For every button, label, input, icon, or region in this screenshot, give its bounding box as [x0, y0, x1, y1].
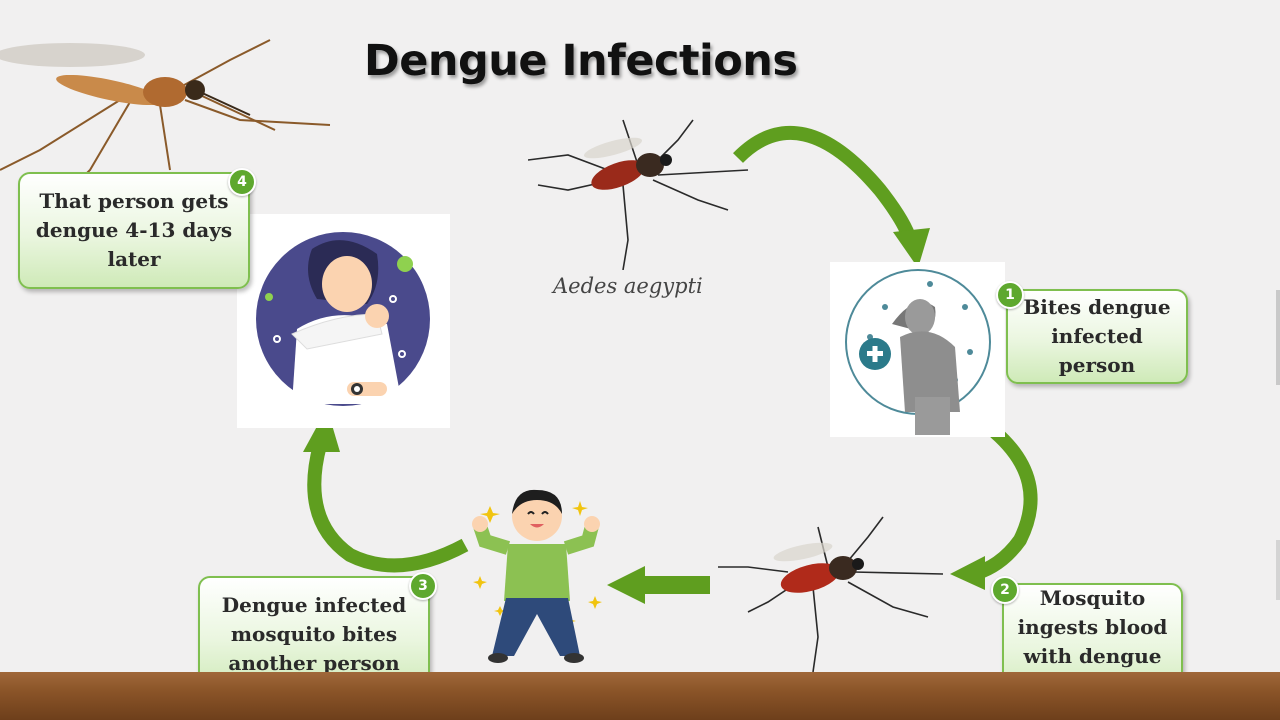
happy-person-illustration	[470, 486, 605, 664]
arrow-to-step-3	[607, 566, 710, 604]
edge-strip	[1276, 290, 1280, 385]
mosquito-photo-bottom	[718, 512, 948, 672]
arrow-to-step-1	[733, 126, 930, 268]
floor-strip	[0, 672, 1280, 720]
coughing-person-illustration	[237, 214, 450, 428]
mosquito-icon	[528, 119, 749, 270]
step-4-badge: 4	[228, 168, 256, 196]
happy-person-icon	[472, 489, 602, 663]
step-1-card: Bites dengue infected person	[1006, 289, 1188, 384]
step-3-text: Dengue infected mosquito bites another p…	[221, 593, 407, 675]
mosquito-photo-top	[528, 110, 758, 270]
arrow-to-step-2	[950, 426, 1038, 590]
step-2-badge: 2	[991, 576, 1019, 604]
mosquito-photo-large	[0, 20, 340, 190]
sick-person-icon	[845, 269, 991, 435]
step-3-badge: 3	[409, 572, 437, 600]
edge-strip	[1276, 540, 1280, 600]
plus-icon	[867, 346, 883, 362]
mosquito-icon	[0, 39, 331, 190]
arrow-to-step-4	[303, 408, 469, 573]
step-1-badge: 1	[996, 281, 1024, 309]
slide-title: Dengue Infections	[364, 36, 798, 86]
mosquito-icon	[718, 516, 944, 672]
sick-person-illustration	[830, 262, 1005, 437]
species-caption: Aedes aegypti	[553, 274, 703, 298]
step-4-card: That person gets dengue 4-13 days later	[18, 172, 250, 289]
step-4-text: That person gets dengue 4-13 days later	[35, 189, 233, 271]
coughing-person-icon	[256, 232, 430, 406]
step-1-text: Bites dengue infected person	[1023, 295, 1171, 377]
